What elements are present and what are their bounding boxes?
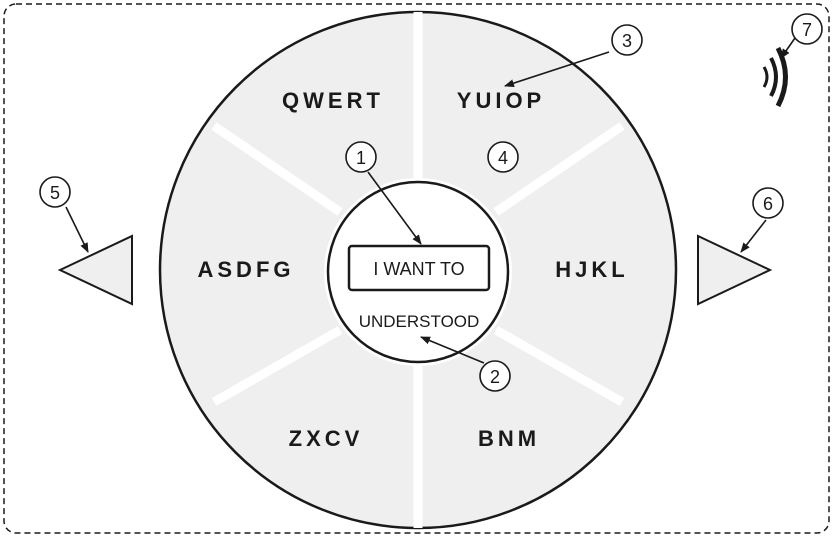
callout-3: 3: [611, 24, 643, 56]
svg-text:7: 7: [802, 20, 812, 40]
phrase-button-label: I WANT TO: [373, 259, 464, 279]
callout-arrows: [65, 37, 796, 364]
segment-hjkl[interactable]: HJKL: [555, 257, 628, 282]
callout-1: 1: [345, 141, 377, 173]
callout-5: 5: [39, 176, 71, 208]
segment-asdfg[interactable]: ASDFG: [198, 257, 295, 282]
svg-text:4: 4: [498, 148, 508, 168]
svg-text:2: 2: [490, 367, 500, 387]
callout-4: 4: [487, 141, 519, 173]
callout-7: 7: [791, 13, 823, 45]
svg-text:6: 6: [763, 194, 773, 214]
svg-text:1: 1: [356, 148, 366, 168]
understood-label[interactable]: UNDERSTOOD: [359, 312, 480, 331]
callout-2: 2: [479, 360, 511, 392]
segment-qwert[interactable]: QWERT: [282, 88, 384, 113]
phrase-button[interactable]: [347, 244, 491, 292]
segment-dividers: [211, 12, 625, 528]
left-arrow-icon[interactable]: [57, 234, 133, 306]
device-frame: [3, 3, 830, 534]
segment-bnm[interactable]: BNM: [478, 426, 540, 451]
right-arrow-icon[interactable]: [697, 234, 773, 306]
callout-6: 6: [752, 187, 784, 219]
segment-yuiop[interactable]: YUIOP: [457, 88, 545, 113]
sound-wave-icon[interactable]: [762, 46, 788, 108]
svg-text:5: 5: [50, 183, 60, 203]
svg-text:3: 3: [622, 31, 632, 51]
segment-zxcv[interactable]: ZXCV: [289, 426, 364, 451]
